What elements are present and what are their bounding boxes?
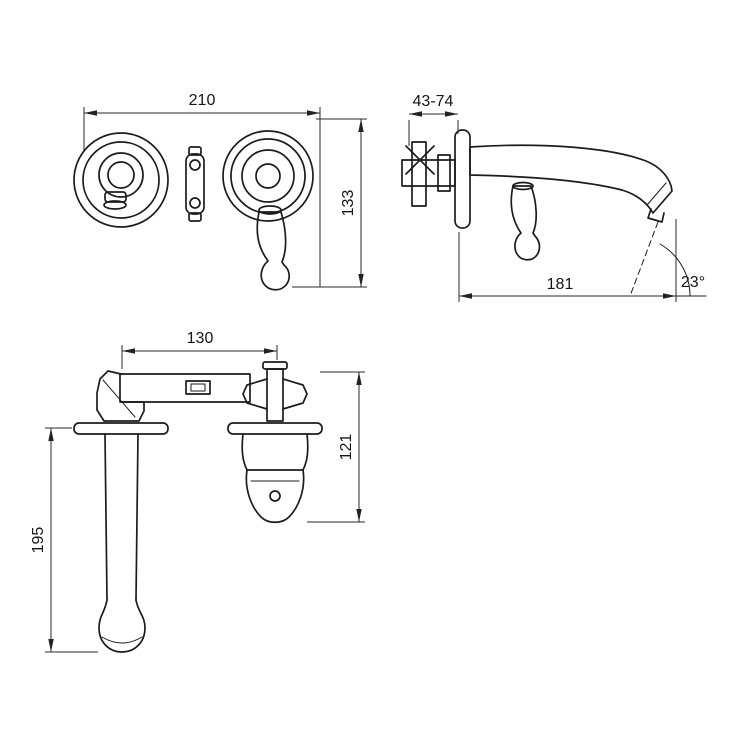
tube-end-seam [101,636,143,644]
front-view: 210 133 [73,92,367,291]
valve-flange-edge [227,422,323,435]
valve-body-bottom [241,433,309,524]
side-view: 43-74 23° 181 [401,93,707,302]
handle-cap [262,361,288,370]
bracket-screw-hole-bottom [189,197,201,209]
handle-hub-ring [241,149,295,203]
mounting-bracket [185,146,205,222]
spout-ring [98,152,144,198]
tube-end-bulb [98,599,146,653]
handle-post [266,368,284,422]
dimension-wall-depth: 43-74 [408,93,459,146]
valve-pipe [401,159,456,187]
connecting-bar [119,373,251,403]
bottom-view: 130 121 195 [30,330,365,653]
valve-nut [437,154,451,192]
water-stream-and-angle: 23° [629,221,707,297]
dim-wall-depth-label: 43-74 [413,93,454,110]
aerator-nozzle [647,208,665,223]
angle-arc [659,243,691,297]
dim-front-height-label: 133 [340,190,357,217]
handle-wing-right [282,378,308,410]
bracket-tab-bottom [188,212,202,222]
handle-escutcheon-inner [230,138,306,214]
bracket-tab-top [188,146,202,156]
valve-side [241,433,248,471]
handle-escutcheon-front [222,130,314,291]
spout-tube [98,433,146,653]
dim-bottom-spacing-label: 130 [187,330,214,347]
spout-flange-edge [73,422,169,435]
wall-plate-side [454,129,471,229]
valve-dome [245,469,305,524]
valve-riser [411,141,427,207]
handle-end-view [242,361,308,422]
dimension-spout-drop: 195 [30,427,98,653]
handle-side [510,181,541,261]
dim-spout-reach-label: 181 [547,276,574,293]
elbow-seam [102,379,136,418]
dimension-body-height: 121 [307,371,365,523]
bar-body [119,373,251,403]
bar-detail-inner [190,383,206,392]
handle-wing-left [242,378,268,410]
spout-end-face-line [646,182,667,206]
aerator-front [103,200,127,210]
spout-escutcheon-front [73,132,169,228]
wall-plate [454,129,471,229]
dim-spout-drop-label: 195 [30,527,47,554]
dim-body-height-label: 121 [338,434,355,461]
tube-side [104,433,108,601]
spout-side [469,144,673,223]
bracket-screw-hole-top [189,159,201,171]
handle-collar [258,205,282,215]
elbow-outline [96,370,145,422]
bar-detail-outer [185,380,211,395]
water-stream-line [629,221,659,297]
dome-screw-hole [269,490,281,502]
bracket-plate [185,153,205,215]
spout-nozzle-front [104,191,127,203]
escutcheon-inner-ring [82,141,160,219]
spout-ring-inner [107,161,135,189]
dimension-bottom-spacing: 130 [121,330,278,369]
handle-hub-center [255,163,281,189]
spout-profile [469,144,673,214]
handle-lever-front [256,211,290,291]
dimension-front-height: 133 [292,118,367,288]
dim-angle-label: 23° [681,274,705,291]
valve-side [302,433,309,471]
tube-side [135,433,139,601]
dimension-spout-reach: 181 [458,219,677,302]
escutcheon-outer-ring [73,132,169,228]
dim-front-width-label: 210 [189,92,216,109]
in-wall-valve-body [401,141,456,207]
handle-escutcheon-outer [222,130,314,222]
dimension-front-width: 210 [83,92,321,287]
spout-elbow [96,370,145,422]
handle-lever-side [510,185,541,261]
valve-flange [227,422,323,435]
cross-pin [405,145,435,175]
spout-flange [73,422,169,435]
